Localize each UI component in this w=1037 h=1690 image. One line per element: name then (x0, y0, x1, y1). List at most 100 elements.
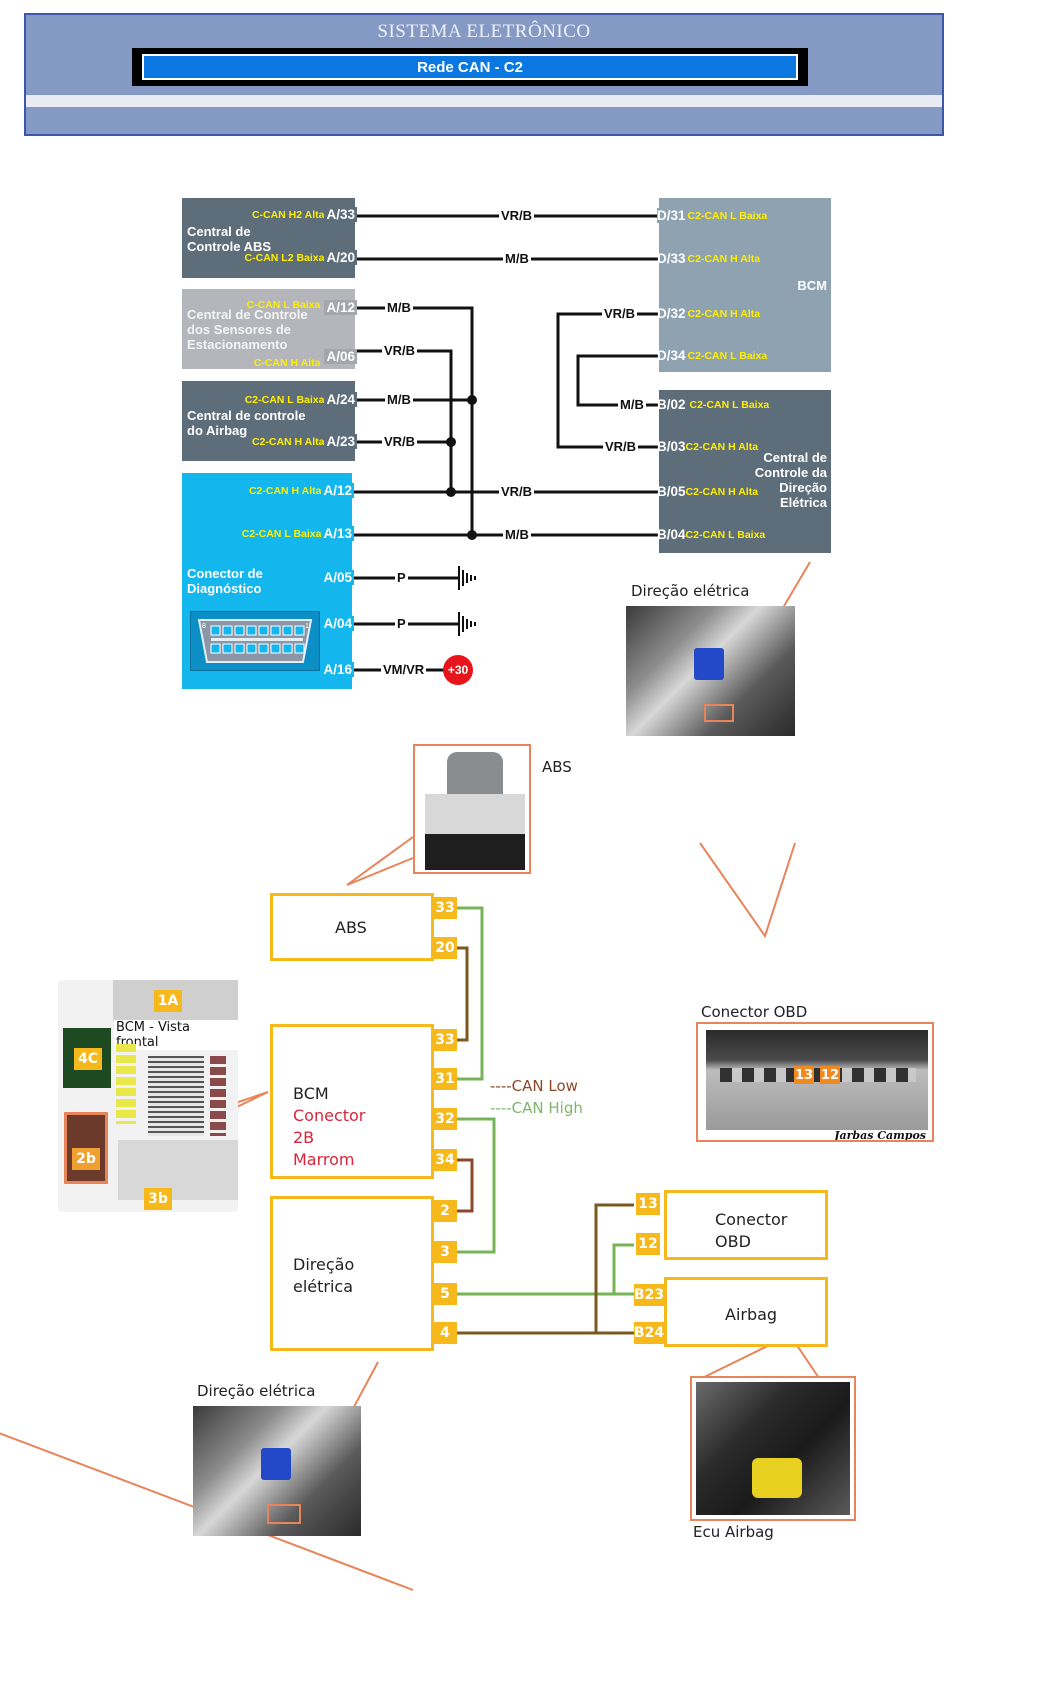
abs-photo-caption: ABS (542, 758, 572, 776)
title-line: Central de Controle (187, 307, 308, 322)
wire-bcm-d32 (556, 312, 658, 449)
title-line: Estacionamento (187, 337, 288, 352)
connector-2b-label: 2b (72, 1148, 100, 1170)
pin-label: A/04 (321, 616, 354, 631)
module-diagnostic-title: Conector de Diagnóstico (187, 566, 263, 596)
pin-bcm-34: 34 (433, 1149, 457, 1171)
module-electric-steering: Central de Controle da Direção Elétrica … (657, 390, 831, 553)
box-abs: ABS (270, 893, 434, 961)
wire-color-label: M/B (385, 392, 413, 407)
module-airbag: Central de controle do Airbag C2-CAN L B… (182, 381, 357, 461)
connector-3b-housing (118, 1140, 238, 1200)
ground-icon (458, 566, 476, 590)
wire-color-label: VM/VR (381, 662, 427, 677)
module-bcm: BCM D/31 C2-CAN L Baixa D/33 C2-CAN H Al… (657, 198, 831, 372)
signal-label: C2-CAN H Alta (248, 484, 322, 497)
signal-label: C-CAN H Alta (253, 357, 321, 369)
pin-row: D/31 C2-CAN L Baixa (657, 208, 767, 223)
pin-label: B/03 (657, 439, 686, 454)
pin-label: A/20 (324, 250, 357, 265)
abs-base-icon (425, 834, 525, 870)
wire-color-label: M/B (385, 300, 413, 315)
abs-block-icon (425, 794, 525, 834)
header-banner: SISTEMA ELETRÔNICO Rede CAN - C2 (24, 13, 944, 136)
pin-abs-33: 33 (433, 897, 457, 919)
header-divider (26, 95, 942, 107)
pin-row: D/34 C2-CAN L Baixa (657, 348, 767, 363)
bottom-wiring (0, 836, 824, 1591)
wire-color-label: VR/B (499, 484, 535, 499)
can-low-wire (594, 1203, 634, 1333)
module-abs: Central de Controle ABS C-CAN H2 Alta A/… (182, 198, 357, 278)
pin-steering-5: 5 (433, 1283, 457, 1305)
pin-label: B/05 (657, 484, 686, 499)
subtitle-frame: Rede CAN - C2 (132, 48, 808, 86)
steering-photo-caption-bottom: Direção elétrica (197, 1382, 316, 1400)
box-obd-label: Conector OBD (715, 1209, 787, 1253)
label-line: OBD (715, 1232, 751, 1251)
title-line: Central de (187, 224, 251, 239)
pin-row: D/32 C2-CAN H Alta (657, 306, 760, 321)
pin-row: B/04 C2-CAN L Baixa (657, 527, 765, 542)
obd-photo-pin-12: 12 (820, 1066, 840, 1084)
pin-label: B/02 (657, 397, 686, 412)
pin-obd-13: 13 (636, 1193, 660, 1215)
steering-photo (626, 606, 795, 736)
callout-line (699, 842, 796, 939)
pin-row: B/05 C2-CAN H Alta (657, 484, 758, 499)
pin-label: D/31 (657, 208, 686, 223)
airbag-photo-caption: Ecu Airbag (693, 1523, 774, 1541)
signal-label: C2-CAN L Baixa (241, 527, 322, 540)
connector-3b-label: 3b (144, 1188, 172, 1210)
legend-can-high: ----CAN High (490, 1099, 583, 1117)
signal-label: C2-CAN H Alta (687, 307, 761, 320)
pin-steering-4: 4 (433, 1322, 457, 1344)
connector-4c-label: 4C (74, 1048, 102, 1070)
pin-airbag-b24: B24 (634, 1322, 664, 1344)
pin-steering-3: 3 (433, 1241, 457, 1263)
module-bcm-title: BCM (797, 278, 827, 293)
pin-airbag-b23: B23 (634, 1284, 664, 1306)
ground-icon (458, 612, 476, 636)
pin-row: C-CAN H Alta A/06 (254, 343, 357, 369)
title-line: dos Sensores de (187, 322, 292, 337)
bcm-label-sticker (148, 1056, 204, 1136)
pin-bcm-31: 31 (433, 1068, 457, 1090)
obd-photo-pin-13: 13 (794, 1066, 814, 1084)
pin-row: C2-CAN H Alta A/12 (249, 483, 354, 498)
wire-color-label: M/B (503, 251, 531, 266)
pin-row: C2-CAN L Baixa A/24 (245, 392, 357, 407)
power-label: +30 (447, 663, 469, 677)
pin-row: A/05 (321, 569, 354, 587)
can-high-wire (612, 1243, 634, 1294)
label-line: Direção (293, 1255, 355, 1274)
abs-photo (413, 744, 531, 874)
steering-connector-icon (261, 1448, 291, 1480)
pin-row: C2-CAN L Baixa A/13 (242, 526, 354, 541)
can-high-wire (455, 906, 484, 1081)
title-line: Central de (763, 450, 827, 465)
pin-label: A/16 (321, 662, 354, 677)
top-wiring (352, 214, 811, 719)
pin-row: D/33 C2-CAN H Alta (657, 251, 760, 266)
legend-can-low: ----CAN Low (490, 1077, 578, 1095)
label-line: Conector (715, 1210, 788, 1229)
can-low-wire (455, 1158, 474, 1213)
pin-row: C-CAN H2 Alta A/33 (252, 207, 357, 222)
pin-label: D/32 (657, 306, 686, 321)
obd-connector-icon: 8 1 (190, 611, 320, 671)
pin-steering-2: 2 (433, 1200, 457, 1222)
title-line: Direção (779, 480, 827, 495)
signal-label: C-CAN L Baixa (246, 298, 321, 311)
wire-color-label: P (395, 570, 408, 585)
can-low-wire (455, 946, 469, 1042)
junction-dot (467, 530, 477, 540)
module-abs-title: Central de Controle ABS (187, 224, 271, 254)
pin-row: A/16 (321, 661, 354, 679)
signal-label: C-CAN L2 Baixa (244, 251, 325, 264)
signal-label: C2-CAN H Alta (685, 440, 759, 453)
title-line: Diagnóstico (187, 581, 262, 596)
title-line: do Airbag (187, 423, 248, 438)
subtitle-text: Rede CAN - C2 (417, 58, 523, 76)
pin-label: B/04 (657, 527, 686, 542)
